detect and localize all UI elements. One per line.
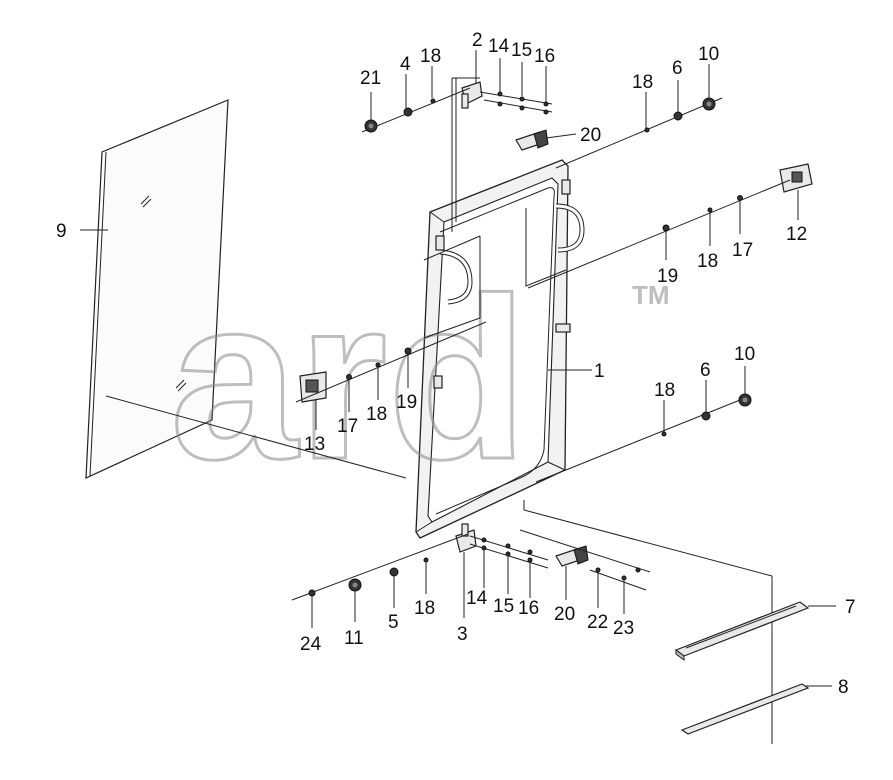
glass-panel [85,99,229,479]
top-screws [479,91,553,115]
top-bracket [515,129,577,151]
callout-18-e: 18 [654,380,675,401]
callout-10-middle: 10 [734,344,755,365]
callout-16-top: 16 [534,46,555,67]
callout-6-top: 6 [672,58,683,79]
callout-18-b: 18 [632,72,653,93]
callout-10-top: 10 [698,44,719,65]
callout-23: 23 [613,618,634,639]
bottom-right-axis [519,529,651,591]
top-left-axis [361,87,471,133]
callout-7: 7 [845,597,856,618]
callout-12: 12 [786,224,807,245]
callout-15-top: 15 [511,40,532,61]
callout-20-top: 20 [580,125,601,146]
bottom-hinge [455,523,477,618]
latch-right [779,163,813,202]
callout-14-top: 14 [488,36,510,57]
top-hinge [451,77,483,232]
callout-11: 11 [344,628,364,649]
callout-22: 22 [587,612,608,633]
callout-21: 21 [360,68,381,89]
callout-18-a: 18 [420,46,441,67]
rail-strip [674,601,810,661]
callout-1: 1 [594,361,605,382]
flat-strip [680,683,810,735]
callout-2: 2 [472,30,483,51]
right-axis [527,179,791,289]
callout-20-bottom: 20 [554,604,575,625]
callout-labels: 1 2 3 4 5 6 6 7 8 9 10 10 11 12 13 14 14… [56,30,856,698]
callout-18-f: 18 [414,598,435,619]
projection-lines [105,208,773,744]
callout-24: 24 [300,634,322,655]
callout-14-bottom: 14 [466,588,488,609]
callout-15-bottom: 15 [493,596,514,617]
left-middle-axis [295,321,487,403]
callout-18-d: 18 [366,404,387,425]
callout-4: 4 [400,54,411,75]
callout-17-right: 17 [732,240,753,261]
callout-16-bottom: 16 [518,598,539,619]
leader-lines [80,50,836,687]
callout-19-right: 19 [657,266,678,287]
callout-19-left: 19 [396,392,417,413]
callout-9: 9 [56,221,67,242]
callout-5: 5 [388,612,399,633]
callout-8: 8 [838,677,849,698]
watermark-tm: TM [632,280,670,310]
callout-3: 3 [457,624,468,645]
callout-13: 13 [304,434,325,455]
right-middle-axis [535,393,752,483]
top-right-axis [555,97,723,169]
callout-6-middle: 6 [700,360,711,381]
callout-18-c: 18 [697,251,718,272]
latch-left [299,371,327,412]
callout-17-left: 17 [337,416,358,437]
bottom-left-axis [291,533,469,601]
bottom-bracket [555,545,589,567]
bottom-screws [469,535,549,569]
